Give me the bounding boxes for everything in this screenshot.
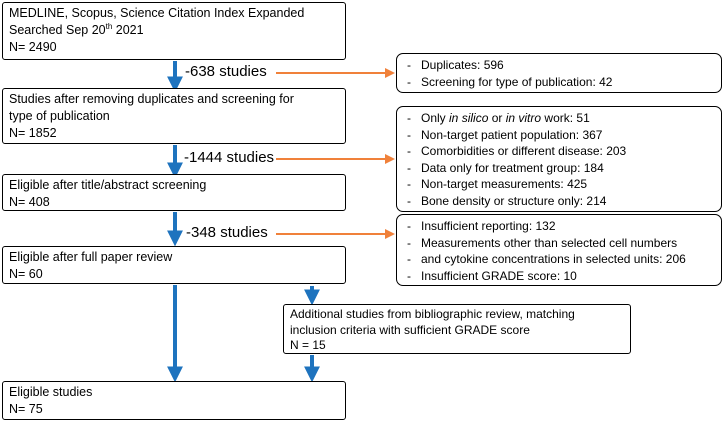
exclusion-item-continued: and cytokine concentrations in selected …: [407, 251, 713, 268]
exclusion-item: Comorbidities or different disease: 203: [407, 143, 713, 160]
exclusion-item: Non-target patient population: 367: [407, 127, 713, 144]
stage-fullpaper-count: N= 60: [9, 267, 43, 281]
exclusion-list-1: Duplicates: 596 Screening for type of pu…: [407, 57, 713, 90]
stage-final-line1: Eligible studies: [9, 385, 93, 399]
stage-box-search: MEDLINE, Scopus, Science Citation Index …: [2, 2, 346, 60]
stage-search-line2: Searched Sep 20th 2021: [9, 21, 144, 37]
transition-label-1: -638 studies: [185, 63, 267, 81]
exclusion-item: Duplicates: 596: [407, 57, 713, 74]
stage-fullpaper-line1: Eligible after full paper review: [9, 250, 173, 264]
stage-box-fullpaper: Eligible after full paper review N= 60: [2, 246, 346, 284]
stage-screened-line2: type of publication: [9, 109, 110, 123]
stage-final-count: N= 75: [9, 402, 43, 416]
transition-label-3: -348 studies: [186, 224, 268, 242]
stage-screened-count: N= 1852: [9, 126, 57, 140]
stage-search-line1: MEDLINE, Scopus, Science Citation Index …: [9, 6, 305, 20]
additional-count: N = 15: [290, 338, 326, 352]
additional-line1: Additional studies from bibliographic re…: [290, 307, 575, 321]
stage-screened-line1: Studies after removing duplicates and sc…: [9, 92, 294, 106]
stage-box-final: Eligible studies N= 75: [2, 381, 346, 420]
exclusion-item: Screening for type of publication: 42: [407, 74, 713, 91]
exclusion-list-2: Only in silico or in vitro work: 51 Non-…: [407, 110, 713, 210]
stage-abstract-count: N= 408: [9, 195, 50, 209]
stage-search-count: N= 2490: [9, 40, 57, 54]
transition-label-2: -1444 studies: [184, 149, 275, 167]
stage-abstract-line1: Eligible after title/abstract screening: [9, 178, 207, 192]
additional-line2: inclusion criteria with sufficient GRADE…: [290, 322, 530, 337]
exclusion-item: Measurements other than selected cell nu…: [407, 235, 713, 252]
additional-studies-box: Additional studies from bibliographic re…: [283, 304, 631, 354]
stage-box-abstract: Eligible after title/abstract screening …: [2, 174, 346, 211]
exclusion-box-1: Duplicates: 596 Screening for type of pu…: [396, 53, 722, 93]
exclusion-item: Bone density or structure only: 214: [407, 193, 713, 210]
stage-box-screened: Studies after removing duplicates and sc…: [2, 88, 346, 144]
exclusion-item: Insufficient GRADE score: 10: [407, 268, 713, 285]
exclusion-item: Only in silico or in vitro work: 51: [407, 110, 713, 127]
exclusion-item: Data only for treatment group: 184: [407, 160, 713, 177]
exclusion-item: Non-target measurements: 425: [407, 176, 713, 193]
exclusion-item: Insufficient reporting: 132: [407, 218, 713, 235]
exclusion-box-2: Only in silico or in vitro work: 51 Non-…: [396, 106, 722, 212]
exclusion-box-3: Insufficient reporting: 132 Measurements…: [396, 214, 722, 286]
exclusion-list-3: Insufficient reporting: 132 Measurements…: [407, 218, 713, 284]
